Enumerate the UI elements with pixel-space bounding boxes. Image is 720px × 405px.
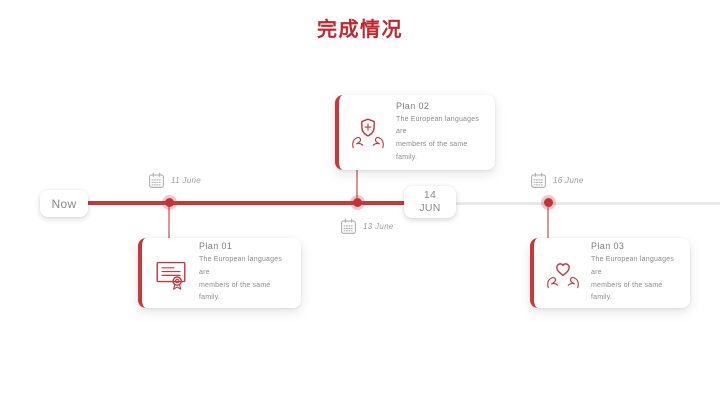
plan-title: Plan 01 (199, 241, 233, 252)
plan-description: The European languages are members of th… (591, 256, 675, 302)
plan-description: The European languages are members of th… (199, 256, 283, 302)
date-label: 13 June (363, 221, 394, 231)
page-title: 完成情况 (317, 17, 403, 41)
now-marker: Now (40, 190, 88, 217)
plan-03-card: Plan 03 The European languages are membe… (530, 238, 690, 308)
date-label: 16 June (553, 175, 584, 185)
calendar-icon (531, 172, 546, 188)
timeline-dot-11-june (165, 198, 174, 207)
plan-02-card: Plan 02 The European languages are membe… (335, 95, 495, 170)
certificate-icon (152, 254, 190, 292)
date-marker-13-june: 13 June (340, 217, 394, 235)
plan-description: The European languages are members of th… (396, 115, 480, 161)
date-marker-11-june: 11 June (148, 171, 201, 189)
connector-plan-02 (356, 167, 358, 200)
timeline-elapsed-line (62, 201, 430, 205)
hands-holding-heart-icon (544, 254, 582, 292)
hands-holding-shield-icon (349, 114, 387, 152)
calendar-icon (149, 172, 164, 188)
timeline-dot-13-june (353, 198, 362, 207)
plan-title: Plan 02 (396, 100, 430, 111)
plan-title: Plan 03 (591, 241, 625, 252)
now-label: Now (51, 196, 77, 211)
current-date-day: 14 (423, 188, 437, 201)
connector-plan-01 (168, 206, 170, 238)
current-date-marker: 14 JUN (404, 186, 456, 218)
connector-plan-03 (547, 206, 549, 238)
date-label: 11 June (171, 175, 201, 185)
date-marker-16-june: 16 June (530, 171, 584, 189)
calendar-icon (341, 218, 356, 234)
plan-01-card: Plan 01 The European languages are membe… (138, 238, 301, 308)
current-date-month: JUN (419, 202, 441, 214)
timeline-remaining-line (430, 201, 720, 205)
timeline-dot-16-june (544, 198, 553, 207)
